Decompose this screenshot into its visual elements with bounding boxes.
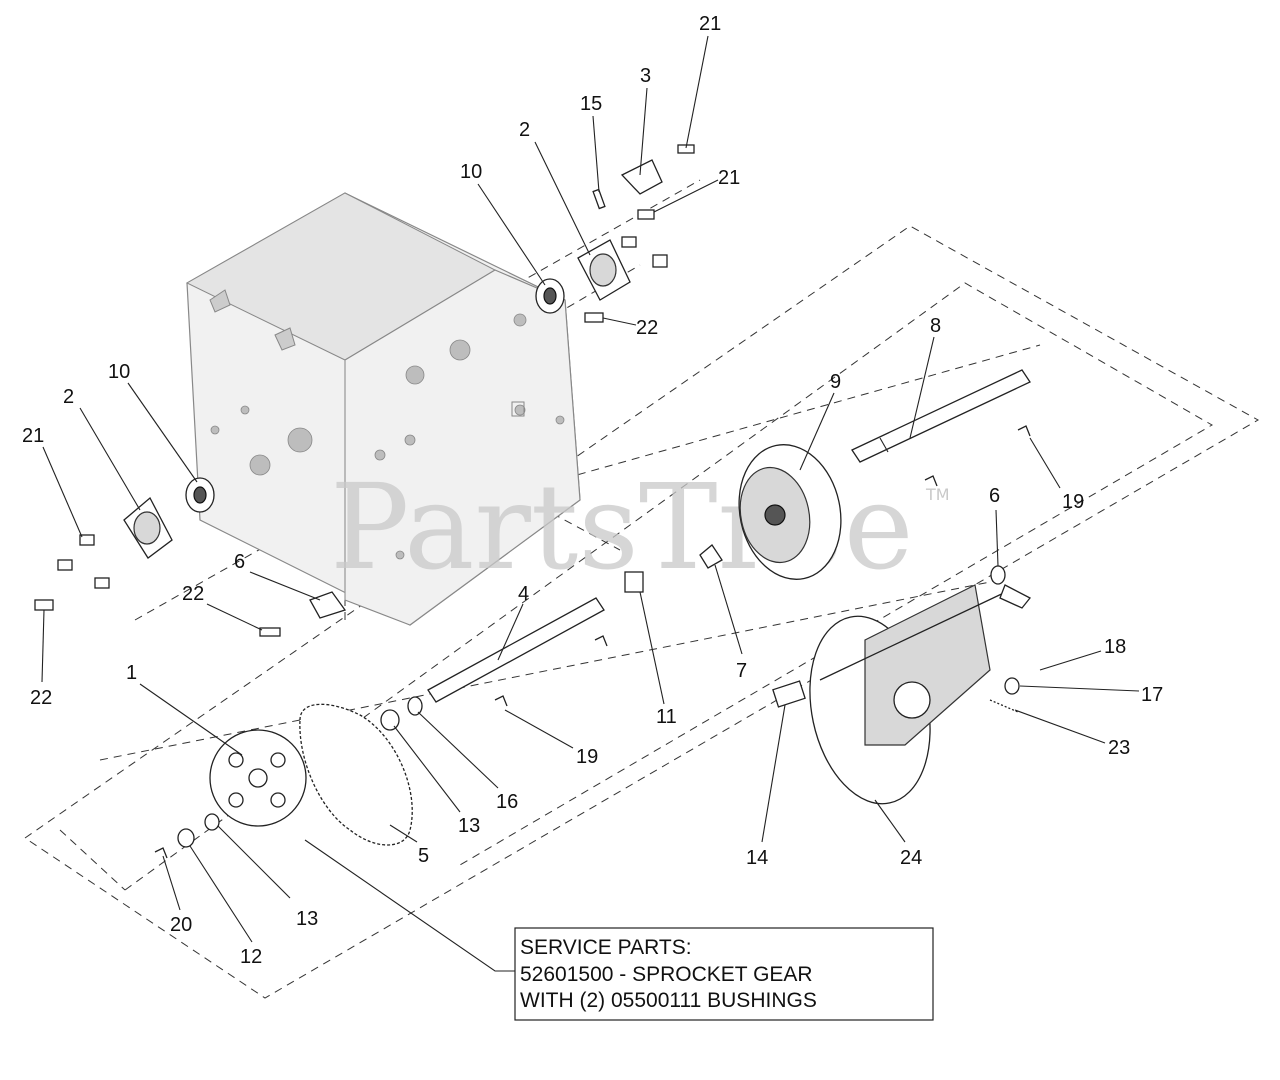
callout-21: 21 <box>699 13 721 35</box>
part-shaft-8 <box>851 369 1031 463</box>
part-bearing-10-lower <box>185 477 215 513</box>
part-shaft-4 <box>427 597 605 703</box>
callout-4: 4 <box>518 583 529 605</box>
part-bearing-10-upper <box>535 278 565 314</box>
callout-6: 6 <box>234 551 245 573</box>
callout-13: 13 <box>296 908 318 930</box>
callout-16: 16 <box>496 791 518 813</box>
callout-24: 24 <box>900 847 922 869</box>
callout-21: 21 <box>22 425 44 447</box>
callout-22: 22 <box>636 317 658 339</box>
callout-19: 19 <box>1062 491 1084 513</box>
service-parts-note: SERVICE PARTS: 52601500 - SPROCKET GEAR … <box>514 927 934 1021</box>
callout-3: 3 <box>640 65 651 87</box>
callout-22: 22 <box>30 687 52 709</box>
svg-text:TM: TM <box>925 485 950 504</box>
callout-23: 23 <box>1108 737 1130 759</box>
callout-10: 10 <box>108 361 130 383</box>
service-note-line-3: WITH (2) 05500111 BUSHINGS <box>520 989 817 1012</box>
part-flange-2-lower <box>123 496 173 559</box>
callout-1: 1 <box>126 662 137 684</box>
part-drive-pulley-24 <box>809 584 1011 805</box>
leader-lines <box>41 35 1140 972</box>
callout-5: 5 <box>418 845 429 867</box>
callout-labels: 21 3 15 2 10 21 22 8 9 10 2 21 19 6 6 22… <box>22 13 1163 968</box>
callout-18: 18 <box>1104 636 1126 658</box>
callout-13: 13 <box>458 815 480 837</box>
callout-6: 6 <box>989 485 1000 507</box>
part-flange-2-upper <box>577 239 631 301</box>
callout-8: 8 <box>930 315 941 337</box>
callout-20: 20 <box>170 914 192 936</box>
callout-15: 15 <box>580 93 602 115</box>
part-sprocket-1 <box>209 729 307 827</box>
callout-2: 2 <box>63 386 74 408</box>
callout-22: 22 <box>182 583 204 605</box>
callout-17: 17 <box>1141 684 1163 706</box>
service-note-line-2: 52601500 - SPROCKET GEAR <box>520 963 813 986</box>
callout-21: 21 <box>718 167 740 189</box>
callout-12: 12 <box>240 946 262 968</box>
callout-10: 10 <box>460 161 482 183</box>
auger-housing <box>185 192 581 626</box>
callout-14: 14 <box>746 847 768 869</box>
part-wheel-9 <box>738 444 842 580</box>
callout-7: 7 <box>736 660 747 682</box>
part-chain-5 <box>299 703 413 846</box>
fasteners <box>34 144 1032 859</box>
callout-11: 11 <box>656 706 677 728</box>
callout-9: 9 <box>830 371 841 393</box>
callout-19: 19 <box>576 746 598 768</box>
service-note-line-1: SERVICE PARTS: <box>520 936 692 959</box>
callout-2: 2 <box>519 119 530 141</box>
part-bracket-3 <box>620 159 663 195</box>
